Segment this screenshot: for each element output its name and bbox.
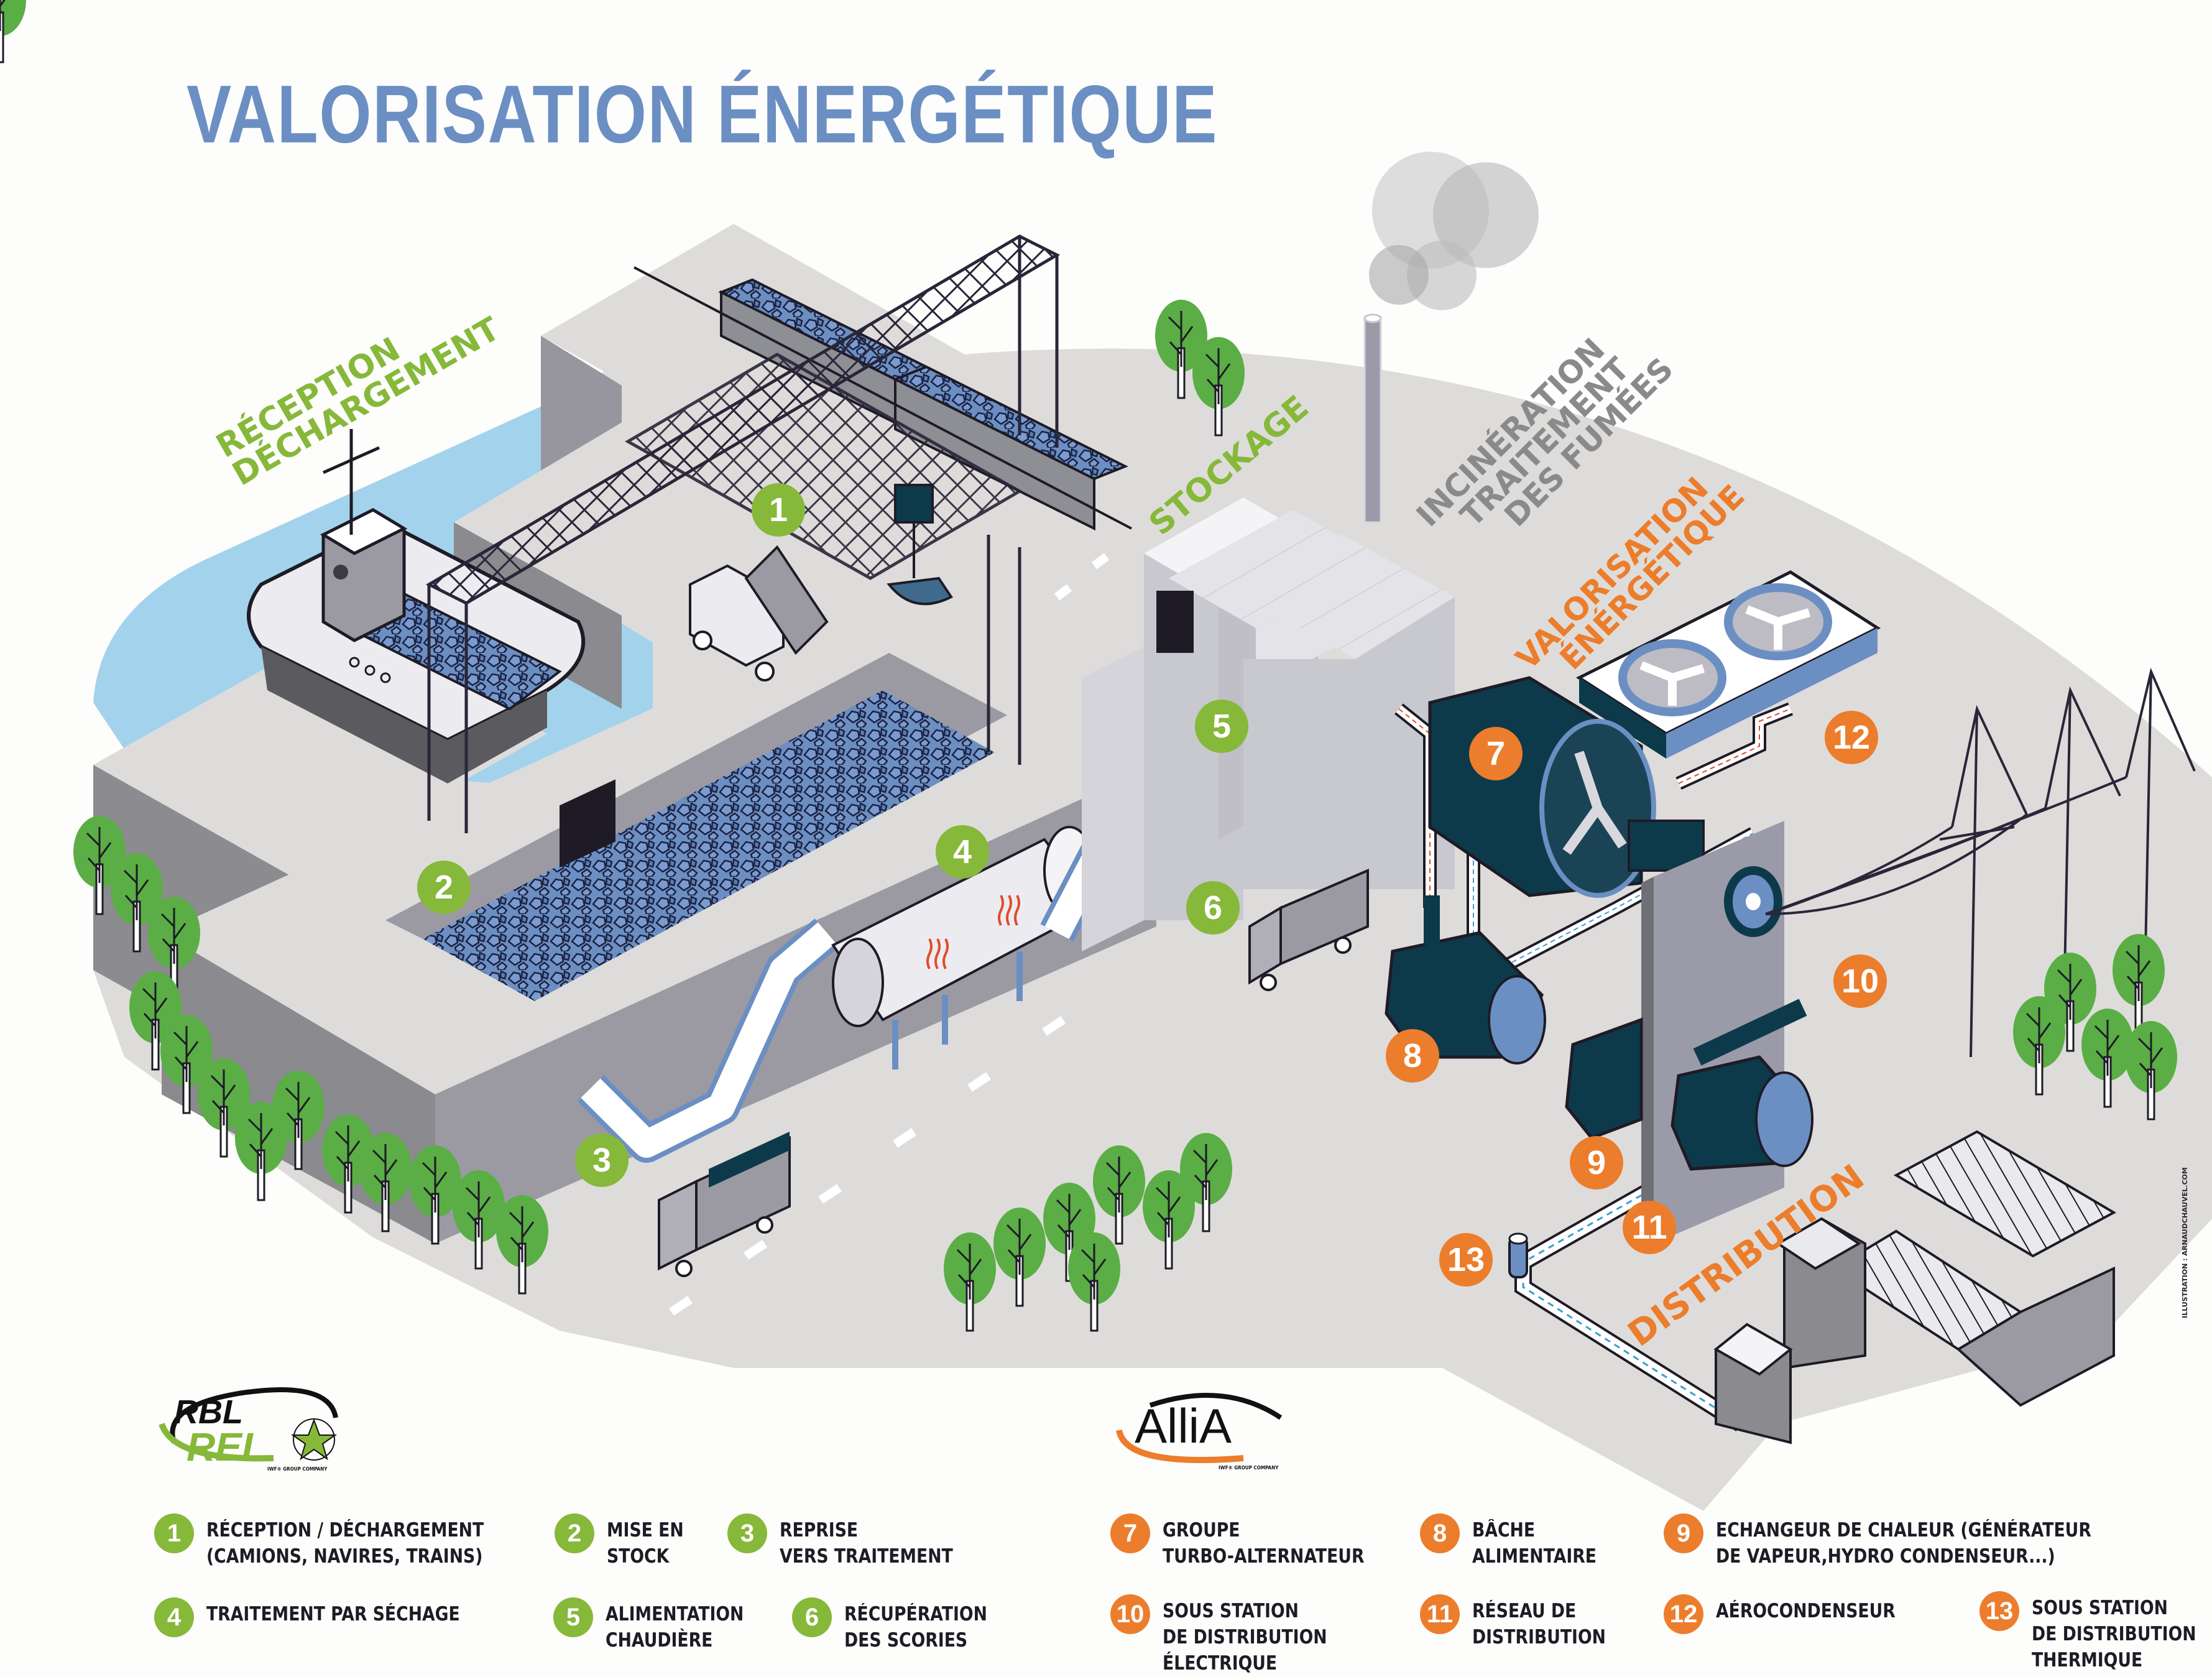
logo-rei-text: REI	[187, 1425, 253, 1469]
crane-grab	[887, 484, 953, 606]
legend-text: ALIMENTAIRE	[1472, 1545, 1597, 1568]
legend-item-3: 3 REPRISE VERS TRAITEMENT	[727, 1513, 981, 1569]
logo-rbl-tagline: IWF® GROUP COMPANY	[267, 1466, 328, 1472]
legend-text: DISTRIBUTION	[1472, 1626, 1606, 1648]
legend-text: ECHANGEUR DE CHALEUR (GÉNÉRATEUR	[1716, 1519, 2091, 1541]
legend-item-8: 8 BÂCHE ALIMENTAIRE	[1420, 1513, 1617, 1569]
legend-badge: 3	[727, 1513, 767, 1553]
legend-text: VERS TRAITEMENT	[780, 1545, 953, 1568]
marker-6: 6	[1186, 881, 1240, 935]
legend-text: STOCK	[607, 1545, 670, 1568]
logo-rbl-rei: RBL REI IWF® GROUP COMPANY	[149, 1368, 354, 1480]
legend-text: ÉLECTRIQUE	[1163, 1652, 1278, 1675]
marker-1: 1	[752, 483, 805, 537]
legend-text: RÉCUPÉRATION	[844, 1603, 987, 1625]
legend-item-6: 6 RÉCUPÉRATION DES SCORIES	[792, 1597, 1010, 1653]
legend-badge: 12	[1664, 1594, 1703, 1634]
marker-11: 11	[1623, 1201, 1676, 1254]
legend-badge: 8	[1420, 1513, 1460, 1553]
legend-text: (CAMIONS, NAVIRES, TRAINS)	[206, 1545, 483, 1568]
legend-text: REPRISE	[780, 1519, 859, 1541]
legend-text: DE DISTRIBUTION	[2032, 1623, 2196, 1645]
dump-truck	[689, 545, 829, 681]
exit-truck	[658, 1132, 791, 1277]
logo-allia-text: AlliA	[1135, 1398, 1232, 1453]
legend-item-1: 1 RÉCEPTION / DÉCHARGEMENT (CAMIONS, NAVI…	[154, 1513, 529, 1569]
legend-badge: 7	[1110, 1513, 1150, 1553]
slag-truck	[1248, 868, 1369, 991]
marker-8: 8	[1386, 1029, 1439, 1083]
legend-badge: 4	[154, 1597, 194, 1637]
ship	[247, 429, 586, 783]
legend-item-10: 10 SOUS STATION DE DISTRIBUTION ÉLECTRIQUE	[1110, 1594, 1354, 1676]
legend-item-2: 2 MISE EN STOCK	[555, 1513, 696, 1569]
legend-text: BÂCHE	[1472, 1519, 1536, 1541]
marker-12: 12	[1825, 711, 1878, 764]
legend-badge: 10	[1110, 1594, 1150, 1634]
marker-7: 7	[1469, 727, 1523, 780]
legend-text: ALIMENTATION	[606, 1603, 744, 1625]
thermal-substation	[1508, 1232, 1528, 1278]
legend-text: RÉSEAU DE	[1472, 1600, 1577, 1622]
legend-item-11: 11 RÉSEAU DE DISTRIBUTION	[1420, 1594, 1628, 1650]
page-title: VALORISATION ÉNERGÉTIQUE	[187, 68, 1219, 160]
legend-item-9: 9 ECHANGEUR DE CHALEUR (GÉNÉRATEUR DE VAP…	[1664, 1513, 2152, 1569]
legend-text: SOUS STATION	[1163, 1600, 1299, 1622]
marker-13: 13	[1439, 1233, 1493, 1287]
heat-exchangers	[1565, 999, 1813, 1171]
legend-text: RÉCEPTION / DÉCHARGEMENT	[206, 1519, 484, 1541]
legend-text: MISE EN	[607, 1519, 684, 1541]
legend-text: TURBO-ALTERNATEUR	[1163, 1545, 1365, 1568]
conveyor-3	[577, 918, 839, 1163]
road-dashes	[669, 553, 1110, 1316]
legend-item-5: 5 ALIMENTATION CHAUDIÈRE	[553, 1597, 767, 1653]
legend-text: TRAITEMENT PAR SÉCHAGE	[206, 1603, 460, 1625]
legend-badge: 13	[1979, 1591, 2019, 1631]
feedwater-tank	[1385, 895, 1546, 1065]
marker-5: 5	[1195, 700, 1248, 753]
legend-item-13: 13 SOUS STATION DE DISTRIBUTION THERMIQUE	[1979, 1591, 2212, 1673]
trees	[0, 0, 2178, 1332]
legend-badge: 1	[154, 1513, 194, 1553]
illustration-credit: ILLUSTRATION : ARNAUDCHAUVEL.COM	[2181, 1167, 2189, 1318]
legend-item-7: 7 GROUPE TURBO-ALTERNATEUR	[1110, 1513, 1397, 1569]
legend-text: AÉROCONDENSEUR	[1716, 1600, 1896, 1622]
legend-text: DES SCORIES	[844, 1629, 968, 1652]
legend-badge: 5	[553, 1597, 593, 1637]
logo-allia: AlliA IWF® GROUP COMPANY	[1100, 1374, 1299, 1474]
legend-badge: 9	[1664, 1513, 1703, 1553]
marker-4: 4	[936, 825, 989, 879]
logo-rbl-text: RBL	[174, 1393, 243, 1431]
aerocondenser	[1575, 570, 1881, 759]
legend-text: DE VAPEUR,HYDRO CONDENSEUR...)	[1716, 1545, 2055, 1568]
legend-text: GROUPE	[1163, 1519, 1240, 1541]
legend-text: SOUS STATION	[2032, 1597, 2168, 1619]
marker-10: 10	[1833, 954, 1887, 1008]
legend-badge: 11	[1420, 1594, 1460, 1634]
marker-9: 9	[1570, 1136, 1623, 1190]
district-buildings	[1713, 1130, 2117, 1444]
legend-text: CHAUDIÈRE	[606, 1629, 713, 1652]
legend-badge: 2	[555, 1513, 594, 1553]
legend-item-12: 12 AÉROCONDENSEUR	[1664, 1594, 1925, 1634]
incineration-building	[1082, 497, 1455, 951]
legend-text: THERMIQUE	[2032, 1649, 2143, 1671]
smoke	[1369, 152, 1539, 310]
logo-rbl-rei-swoosh	[159, 1387, 338, 1462]
legend-badge: 6	[792, 1597, 832, 1637]
marker-2: 2	[417, 861, 471, 914]
logo-allia-tagline: IWF® GROUP COMPANY	[1219, 1465, 1279, 1471]
legend-text: DE DISTRIBUTION	[1163, 1626, 1327, 1648]
marker-3: 3	[575, 1134, 629, 1187]
chimney	[1363, 313, 1382, 524]
logo-allia-swoosh	[1116, 1393, 1283, 1463]
legend-item-4: 4 TRAITEMENT PAR SÉCHAGE	[154, 1597, 501, 1637]
